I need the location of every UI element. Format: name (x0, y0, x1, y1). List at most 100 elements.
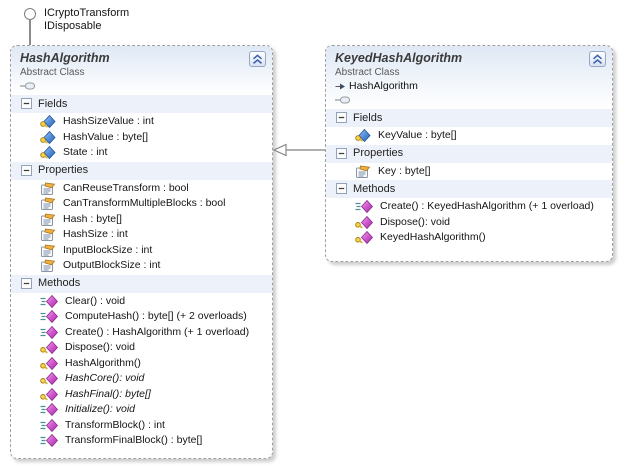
public-property-icon (41, 259, 56, 273)
class-stereotype: Abstract Class (20, 67, 85, 78)
member-property[interactable]: CanTransformMultipleBlocks : bool (11, 196, 272, 212)
section-header-properties[interactable]: Properties (326, 144, 612, 163)
member-field[interactable]: HashValue : byte[] (11, 130, 272, 146)
public-method-icon (355, 200, 373, 214)
member-label: HashValue : byte[] (63, 130, 149, 143)
section-header-properties[interactable]: Properties (11, 161, 272, 180)
section-header-methods[interactable]: Methods (11, 274, 272, 293)
member-method[interactable]: HashAlgorithm() (11, 356, 272, 372)
protected-method-icon (40, 372, 58, 386)
member-label: Create() : KeyedHashAlgorithm (+ 1 overl… (380, 200, 594, 213)
public-property-icon (41, 197, 56, 211)
member-property[interactable]: Key : byte[] (326, 164, 612, 180)
inheritance-connector[interactable] (272, 143, 327, 157)
member-property[interactable]: OutputBlockSize : int (11, 258, 272, 274)
member-method[interactable]: Dispose(): void (11, 340, 272, 356)
protected-method-icon (40, 356, 58, 370)
member-label: HashCore(): void (65, 372, 145, 385)
collapse-section-icon[interactable] (21, 98, 32, 109)
class-box-keyedhashalgorithm[interactable]: KeyedHashAlgorithm Abstract Class HashAl… (325, 45, 613, 262)
section-header-fields[interactable]: Fields (11, 95, 272, 113)
collapse-box-button[interactable] (249, 51, 266, 67)
member-label: Initialize(): void (65, 403, 136, 416)
protected-field-icon (40, 130, 56, 144)
member-property[interactable]: Hash : byte[] (11, 212, 272, 228)
protected-method-icon (355, 215, 373, 229)
class-box-hashalgorithm[interactable]: HashAlgorithm Abstract Class Fields (10, 45, 273, 459)
member-method-abstract[interactable]: Initialize(): void (11, 402, 272, 418)
member-label: OutputBlockSize : int (63, 259, 161, 272)
member-field[interactable]: HashSizeValue : int (11, 114, 272, 130)
member-field[interactable]: State : int (11, 145, 272, 161)
collapse-section-icon[interactable] (21, 164, 32, 176)
double-chevron-up-icon (252, 53, 263, 64)
public-property-icon (41, 244, 56, 257)
member-method[interactable]: TransformFinalBlock() : byte[] (11, 433, 272, 449)
member-method-abstract[interactable]: HashFinal(): byte[] (11, 387, 272, 403)
inheritance-arrowhead-icon (272, 143, 287, 157)
collapse-section-icon[interactable] (336, 183, 347, 194)
public-method-icon (40, 434, 58, 448)
protected-field-icon (40, 115, 56, 129)
member-method[interactable]: Create() : KeyedHashAlgorithm (+ 1 overl… (326, 199, 612, 215)
member-label: Hash : byte[] (63, 212, 122, 225)
member-label: Clear() : void (65, 294, 126, 307)
member-method[interactable]: Clear() : void (11, 294, 272, 310)
section-title: Methods (38, 277, 81, 289)
public-property-icon (41, 182, 56, 195)
member-label: HashSizeValue : int (63, 115, 154, 128)
member-property[interactable]: HashSize : int (11, 227, 272, 243)
protected-method-icon (355, 231, 373, 245)
section-title: Methods (353, 182, 396, 195)
protected-method-icon (40, 341, 58, 355)
collapse-section-icon[interactable] (21, 277, 32, 289)
class-header[interactable]: HashAlgorithm Abstract Class (11, 46, 272, 94)
member-method[interactable]: KeyedHashAlgorithm() (326, 230, 612, 246)
member-field[interactable]: KeyValue : byte[] (326, 128, 612, 144)
protected-field-icon (355, 129, 371, 143)
member-method[interactable]: TransformBlock() : int (11, 418, 272, 434)
collapse-section-icon[interactable] (336, 147, 347, 159)
public-method-icon (40, 418, 58, 432)
member-label: HashAlgorithm() (65, 356, 141, 369)
member-label: KeyValue : byte[] (378, 129, 457, 142)
public-method-icon (40, 403, 58, 417)
member-label: HashSize : int (63, 228, 128, 241)
section-header-fields[interactable]: Fields (326, 109, 612, 127)
class-header[interactable]: KeyedHashAlgorithm Abstract Class HashAl… (326, 46, 612, 108)
member-method[interactable]: Create() : HashAlgorithm (+ 1 overload) (11, 325, 272, 341)
class-title: KeyedHashAlgorithm (335, 51, 463, 65)
member-method[interactable]: ComputeHash() : byte[] (+ 2 overloads) (11, 309, 272, 325)
base-class-arrow-icon (335, 83, 345, 90)
member-label: HashFinal(): byte[] (65, 387, 151, 400)
collapsed-lollipop-icon[interactable] (335, 95, 350, 105)
section-title: Properties (353, 147, 404, 159)
box-footer (11, 449, 272, 456)
class-stereotype: Abstract Class (335, 67, 400, 78)
public-method-icon (40, 294, 58, 308)
interface-label-icryptotransform: ICryptoTransform (44, 7, 130, 19)
base-class-name: HashAlgorithm (349, 80, 418, 92)
public-method-icon (40, 325, 58, 339)
collapse-box-button[interactable] (589, 51, 606, 67)
public-method-icon (40, 310, 58, 324)
member-label: Dispose(): void (380, 215, 451, 228)
member-label: Dispose(): void (65, 341, 136, 354)
collapse-section-icon[interactable] (336, 112, 347, 123)
member-label: InputBlockSize : int (63, 243, 153, 256)
section-header-methods[interactable]: Methods (326, 180, 612, 198)
public-property-icon (356, 165, 371, 178)
member-property[interactable]: InputBlockSize : int (11, 243, 272, 259)
collapsed-lollipop-icon[interactable] (20, 81, 35, 91)
protected-field-icon (40, 146, 56, 160)
member-label: TransformBlock() : int (65, 418, 165, 431)
member-property[interactable]: CanReuseTransform : bool (11, 181, 272, 197)
member-method-abstract[interactable]: HashCore(): void (11, 371, 272, 387)
class-title: HashAlgorithm (20, 51, 110, 65)
member-method[interactable]: Dispose(): void (326, 215, 612, 231)
section-title: Fields (38, 97, 68, 110)
member-label: KeyedHashAlgorithm() (380, 231, 486, 244)
base-class-row: HashAlgorithm (335, 80, 604, 93)
double-chevron-up-icon (592, 53, 603, 64)
